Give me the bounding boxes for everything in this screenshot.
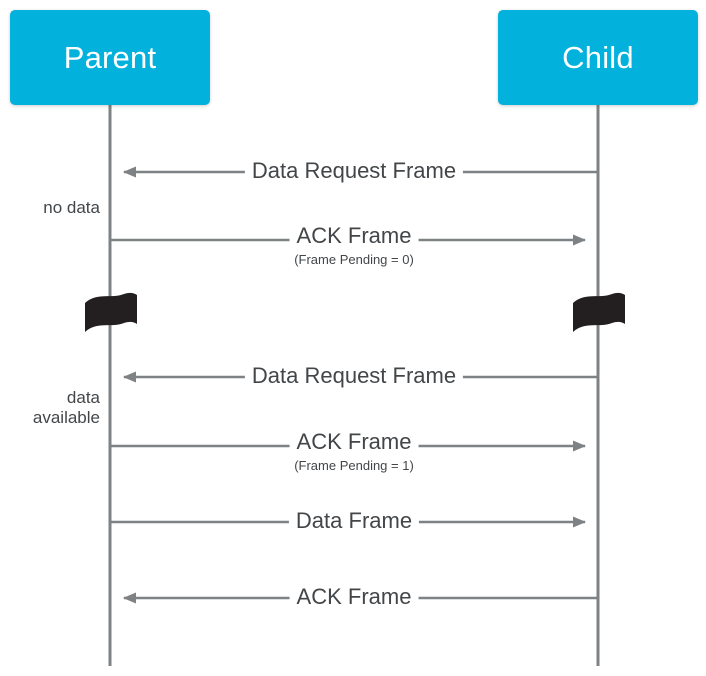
message-label-4: ACK Frame <box>289 431 419 453</box>
break-marker-icon-child <box>573 292 625 332</box>
message-label-1: Data Request Frame <box>244 160 464 182</box>
actor-label-parent: Parent <box>63 40 157 75</box>
note-data-available: data available <box>32 388 100 428</box>
actor-box-child[interactable]: Child <box>498 10 698 105</box>
break-marker-icon-parent <box>85 292 137 332</box>
actor-label-child: Child <box>562 40 634 75</box>
message-sublabel-4: (Frame Pending = 1) <box>290 459 418 472</box>
message-sublabel-2: (Frame Pending = 0) <box>290 253 418 266</box>
actor-box-parent[interactable]: Parent <box>10 10 210 105</box>
note-no-data: no data <box>43 198 100 217</box>
message-label-6: ACK Frame <box>289 586 419 608</box>
message-label-3: Data Request Frame <box>244 365 464 387</box>
message-label-2: ACK Frame <box>289 225 419 247</box>
message-label-5: Data Frame <box>288 510 420 532</box>
